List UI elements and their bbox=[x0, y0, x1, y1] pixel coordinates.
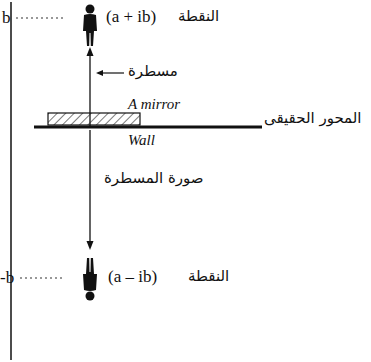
axis-value: b bbox=[2, 9, 11, 28]
ruler-label: مسطرة bbox=[128, 63, 178, 80]
wall-label: Wall bbox=[128, 132, 155, 149]
image-label: صورة المسطرة bbox=[104, 170, 204, 187]
point-word: النقطة bbox=[188, 268, 229, 285]
point-label: (a + ib) bbox=[106, 8, 156, 27]
axis-value: -b bbox=[0, 269, 14, 288]
point-word: النقطة bbox=[178, 8, 219, 25]
mirror-label: A mirror bbox=[128, 96, 180, 113]
point-label: (a – ib) bbox=[108, 268, 157, 287]
axis-label: المحور الحقيقى bbox=[264, 110, 361, 127]
